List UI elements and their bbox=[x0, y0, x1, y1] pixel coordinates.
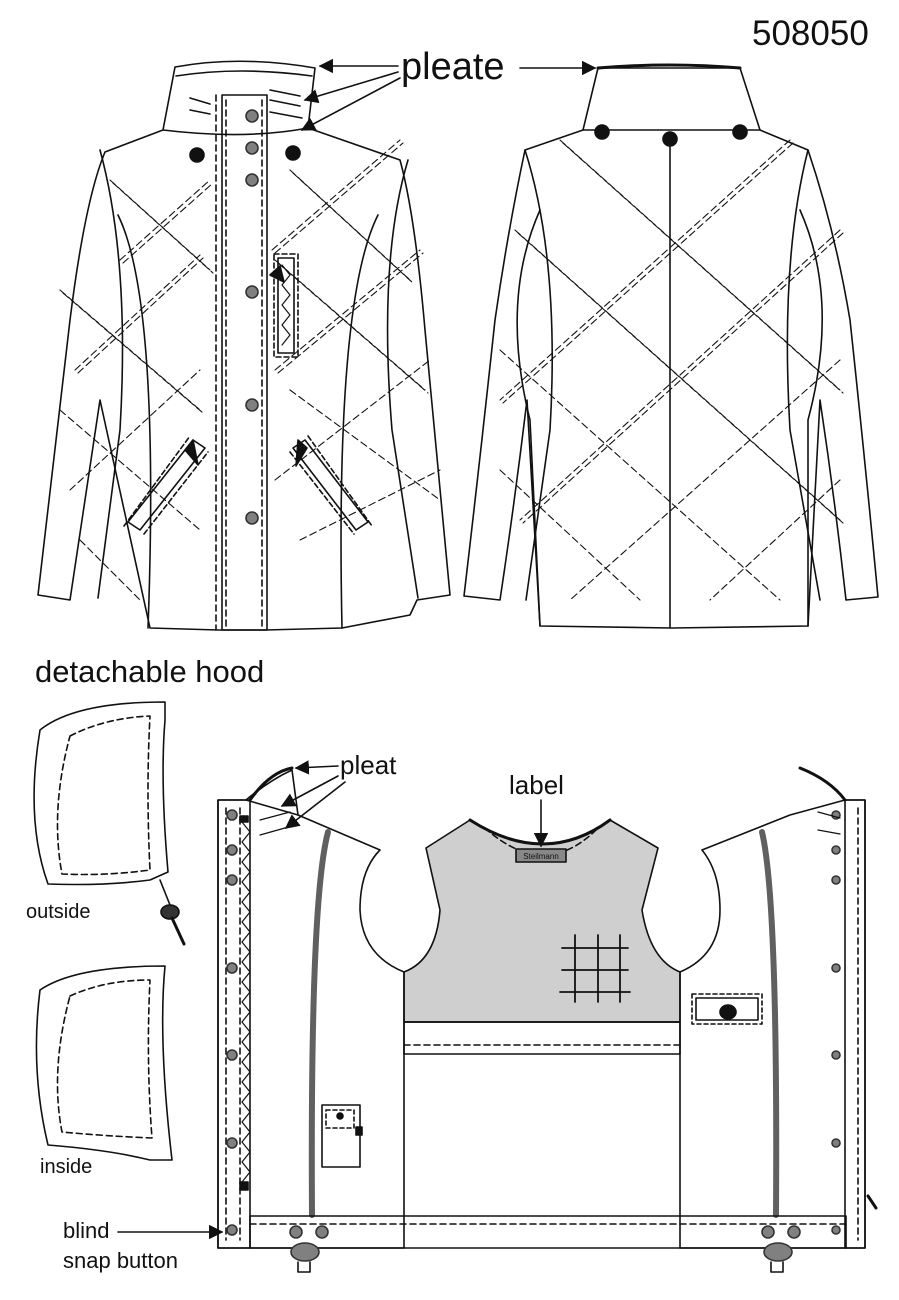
back-quilting bbox=[500, 140, 843, 600]
button-icon bbox=[663, 132, 677, 146]
front-placket bbox=[222, 95, 267, 630]
toggle-icon bbox=[161, 905, 179, 919]
hood-inside bbox=[36, 966, 172, 1160]
inner-pocket-right bbox=[692, 994, 762, 1024]
left-hip-pocket bbox=[124, 436, 208, 534]
pleate-callout: pleate bbox=[401, 46, 505, 88]
hood-inside-caption: inside bbox=[40, 1156, 93, 1178]
button-icon bbox=[733, 125, 747, 139]
front-quilting bbox=[60, 140, 440, 600]
snap-button-callout: snap button bbox=[63, 1248, 178, 1273]
label-tag-text: Steilmann bbox=[523, 852, 559, 861]
style-number: 508050 bbox=[752, 14, 869, 53]
snap-icon bbox=[762, 1226, 800, 1272]
button-icon bbox=[190, 148, 204, 162]
inside-view: Steilmann bbox=[218, 760, 876, 1272]
blind-callout: blind bbox=[63, 1218, 110, 1243]
zipper bbox=[242, 822, 250, 1182]
back-body-outline bbox=[464, 68, 878, 628]
front-body-outline bbox=[38, 128, 450, 630]
pleat-callout: pleat bbox=[340, 750, 397, 780]
detachable-hood-heading: detachable hood bbox=[35, 654, 265, 689]
chest-zip-pocket bbox=[278, 258, 294, 353]
front-collar bbox=[163, 61, 315, 134]
back-view bbox=[464, 65, 878, 628]
label-callout: label bbox=[509, 770, 564, 800]
inner-pocket-left bbox=[322, 1105, 362, 1167]
grid-patch bbox=[560, 935, 630, 1002]
snap-icon bbox=[290, 1226, 328, 1272]
hood-outside bbox=[34, 702, 184, 944]
right-hip-pocket bbox=[290, 436, 372, 534]
front-view bbox=[38, 61, 450, 630]
button-icon bbox=[286, 146, 300, 160]
label-tag bbox=[516, 849, 566, 862]
hood-outside-caption: outside bbox=[26, 901, 91, 923]
button-icon bbox=[595, 125, 609, 139]
